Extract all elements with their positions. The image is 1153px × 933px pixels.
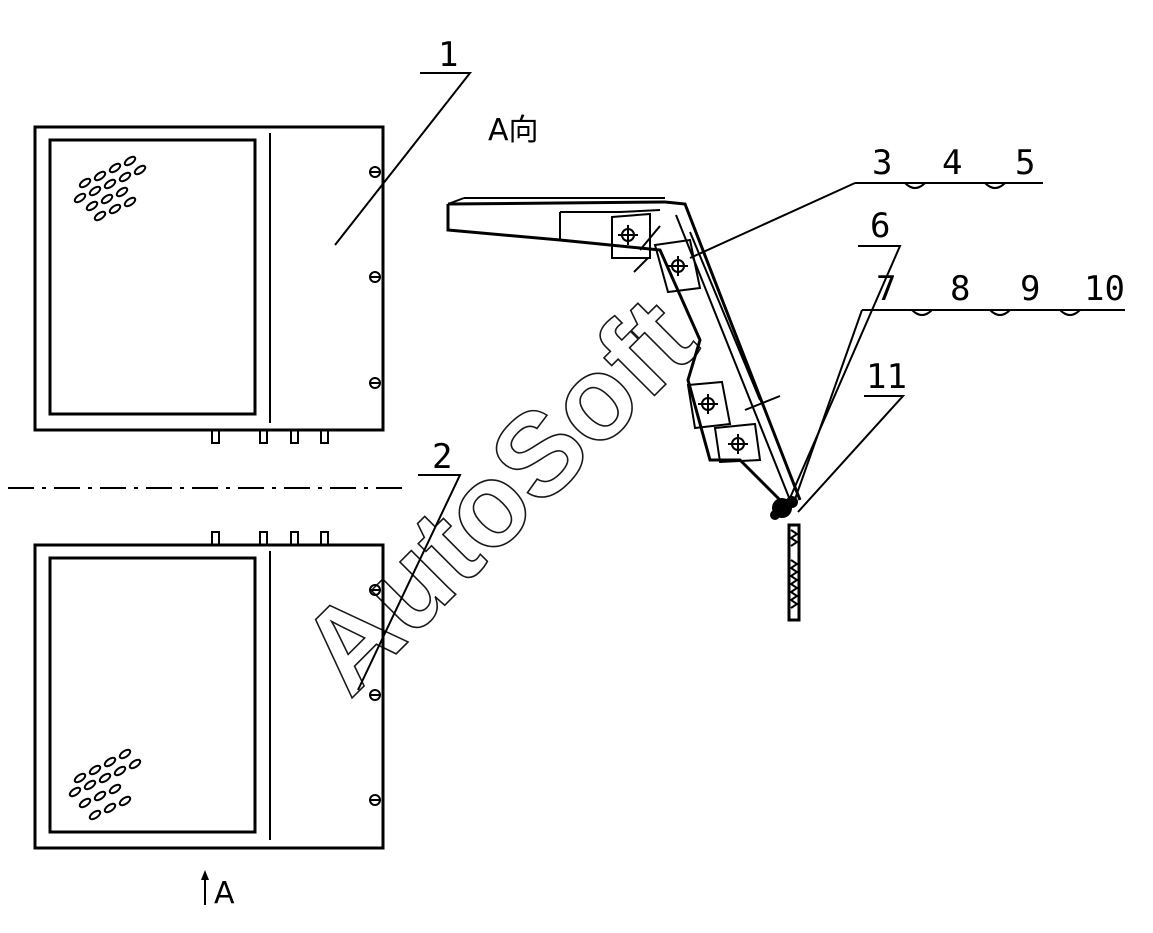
callout-9: 9 [1020, 269, 1040, 309]
mirror-bracket [446, 197, 802, 622]
hatch-marks-upper [73, 155, 147, 222]
leader-lines [334, 72, 1125, 691]
callout-3: 3 [872, 143, 892, 183]
callout-10: 10 [1084, 269, 1125, 309]
callout-4: 4 [942, 143, 962, 183]
callout-1: 1 [438, 35, 458, 75]
watermark: AutoSoft [275, 273, 721, 719]
callout-6: 6 [870, 206, 890, 246]
callout-8: 8 [950, 269, 970, 309]
view-arrow-a: A [201, 870, 235, 911]
view-label-a-direction: A向 [488, 113, 539, 148]
callout-5: 5 [1015, 143, 1035, 183]
view-label-a: A [214, 876, 235, 911]
callout-2: 2 [432, 437, 452, 477]
mirror-lower [33, 531, 385, 850]
mirror-upper [33, 125, 385, 444]
callout-7: 7 [876, 269, 896, 309]
hatch-marks-lower [68, 748, 142, 821]
callout-11: 11 [866, 357, 907, 397]
